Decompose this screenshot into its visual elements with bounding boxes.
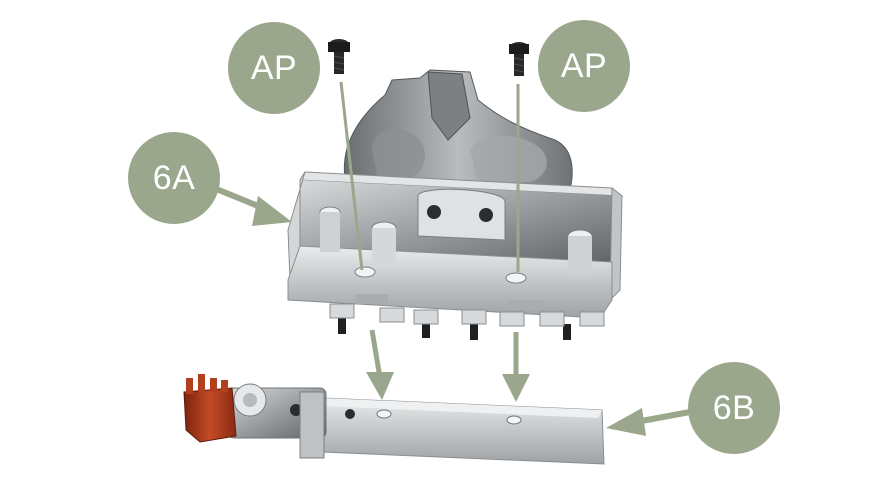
camshaft-cover-6b [227, 383, 605, 465]
arrow-6b-pointer [606, 408, 691, 436]
callout-ap-left: AP [228, 22, 320, 114]
callout-6a: 6A [128, 132, 220, 224]
callout-ap-right: AP [538, 20, 630, 112]
arrow-down-left [366, 329, 394, 400]
cylinder-head-6a [287, 171, 624, 340]
screw-right [509, 42, 529, 76]
arrow-6a-pointer [212, 185, 292, 226]
screw-left [328, 39, 350, 74]
exhaust-manifold [343, 69, 573, 191]
distributor-cap [183, 374, 237, 443]
guide-line-left [339, 81, 364, 271]
arrow-down-right [502, 332, 530, 402]
callout-6b: 6B [688, 362, 780, 454]
arrows [212, 81, 691, 436]
